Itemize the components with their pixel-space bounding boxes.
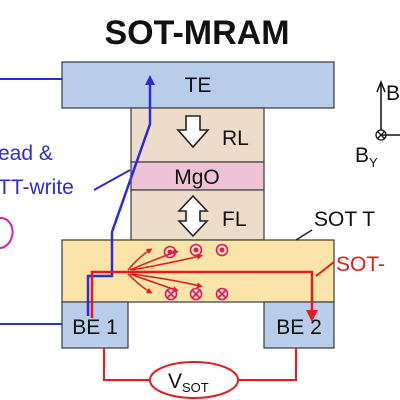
sot-current-annotation: SOT- bbox=[336, 253, 385, 276]
sot-track-annotation: SOT T bbox=[314, 208, 375, 231]
diagram-title: SOT-MRAM bbox=[104, 14, 289, 52]
spin-deflection-up-1 bbox=[127, 248, 153, 271]
fl-label: FL bbox=[222, 208, 247, 231]
bottom-electrode-2 bbox=[263, 301, 335, 349]
stt-current-path bbox=[86, 75, 155, 316]
te-label: TE bbox=[185, 74, 212, 97]
sot-track-pointer bbox=[295, 229, 313, 241]
rl-label: RL bbox=[222, 127, 249, 150]
sot-current-pointer bbox=[315, 261, 335, 277]
mgo-label: MgO bbox=[174, 166, 220, 189]
by-field-label: BY bbox=[355, 144, 378, 170]
read-annotation-pointer bbox=[93, 169, 131, 191]
be2-label: BE 2 bbox=[276, 316, 322, 339]
read-annotation-line2: TT-write bbox=[0, 176, 74, 199]
field-axes-icon bbox=[375, 79, 400, 141]
vsot-source bbox=[149, 361, 239, 399]
vsot-label: VSOT bbox=[168, 370, 209, 395]
vsot-wire-right bbox=[238, 348, 297, 381]
b-field-label: B bbox=[386, 82, 400, 105]
rl-magnetization-arrow-icon bbox=[176, 115, 210, 149]
bottom-electrode-1 bbox=[61, 301, 129, 349]
vsot-wire-left bbox=[103, 348, 150, 381]
spin-deflection-down-1 bbox=[127, 273, 153, 294]
spin-into-plane-icon bbox=[164, 287, 229, 301]
spin-deflection-up-2 bbox=[129, 250, 179, 271]
sot-current-path bbox=[90, 270, 318, 322]
fl-switchable-arrow-icon bbox=[177, 194, 209, 238]
spin-out-of-plane-icon bbox=[163, 243, 229, 259]
read-annotation-line1: ead & bbox=[0, 142, 53, 165]
be1-label: BE 1 bbox=[72, 316, 118, 339]
spin-deflection-up-3 bbox=[131, 253, 203, 271]
read-annotation-oval bbox=[0, 217, 14, 249]
spin-deflection-down-3 bbox=[131, 273, 203, 289]
